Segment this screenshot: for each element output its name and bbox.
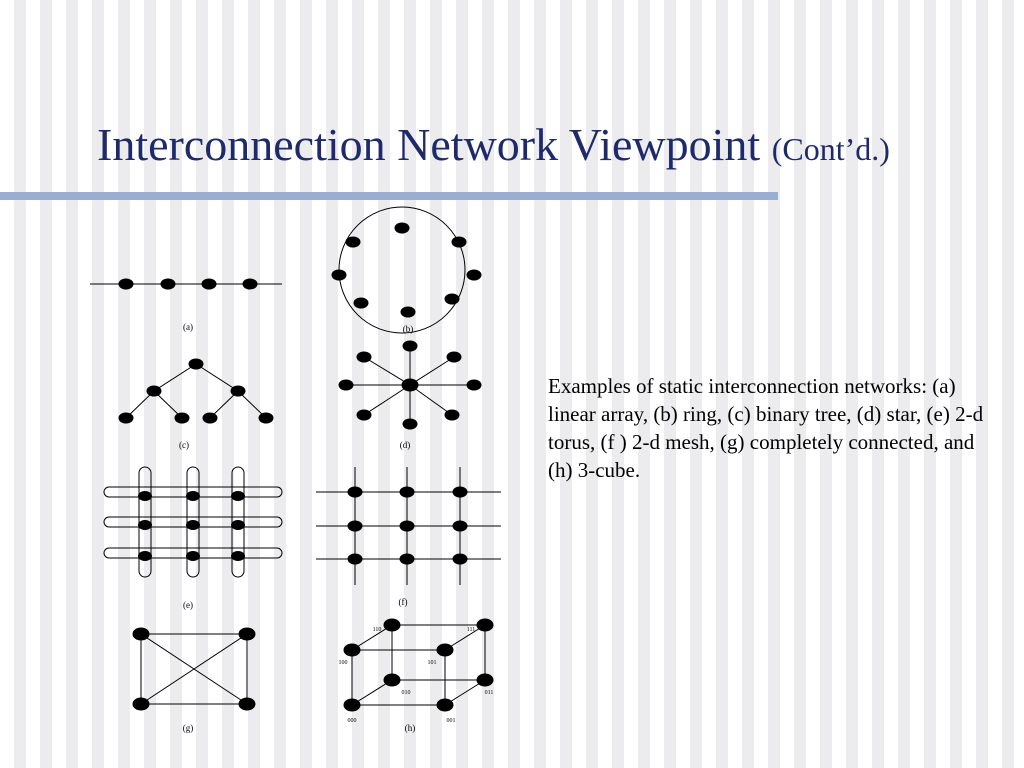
ring-diagram: [331, 206, 482, 334]
label-d: (d): [400, 440, 411, 450]
label-b: (b): [403, 324, 414, 334]
complete-graph-diagram: [132, 627, 256, 711]
star-diagram: [338, 340, 482, 430]
label-f: (f): [399, 597, 408, 607]
slide-title: Interconnection Network Viewpoint (Cont’…: [97, 118, 890, 171]
cube-label-100: 100: [339, 660, 348, 666]
cube-label-011: 011: [485, 690, 494, 696]
label-h: (h): [405, 723, 416, 733]
cube-label-000: 000: [348, 718, 357, 724]
label-a: (a): [183, 322, 193, 332]
label-c: (c): [179, 440, 189, 450]
cube-label-110: 110: [373, 627, 382, 633]
linear-array-diagram: [90, 278, 282, 290]
hypercube-diagram: [343, 618, 494, 712]
label-g: (g): [183, 723, 194, 733]
binary-tree-diagram: [118, 358, 274, 424]
title-main: Interconnection Network Viewpoint: [97, 119, 761, 170]
label-e: (e): [183, 600, 193, 610]
cube-label-101: 101: [428, 660, 437, 666]
title-sub: (Cont’d.): [771, 131, 890, 167]
mesh-diagram: [316, 467, 501, 585]
torus-diagram: [103, 466, 283, 578]
title-underline: [0, 192, 778, 200]
figure-caption: Examples of static interconnection netwo…: [548, 374, 984, 482]
cube-label-111: 111: [467, 627, 476, 633]
cube-label-010: 010: [402, 690, 411, 696]
cube-label-001: 001: [447, 718, 456, 724]
